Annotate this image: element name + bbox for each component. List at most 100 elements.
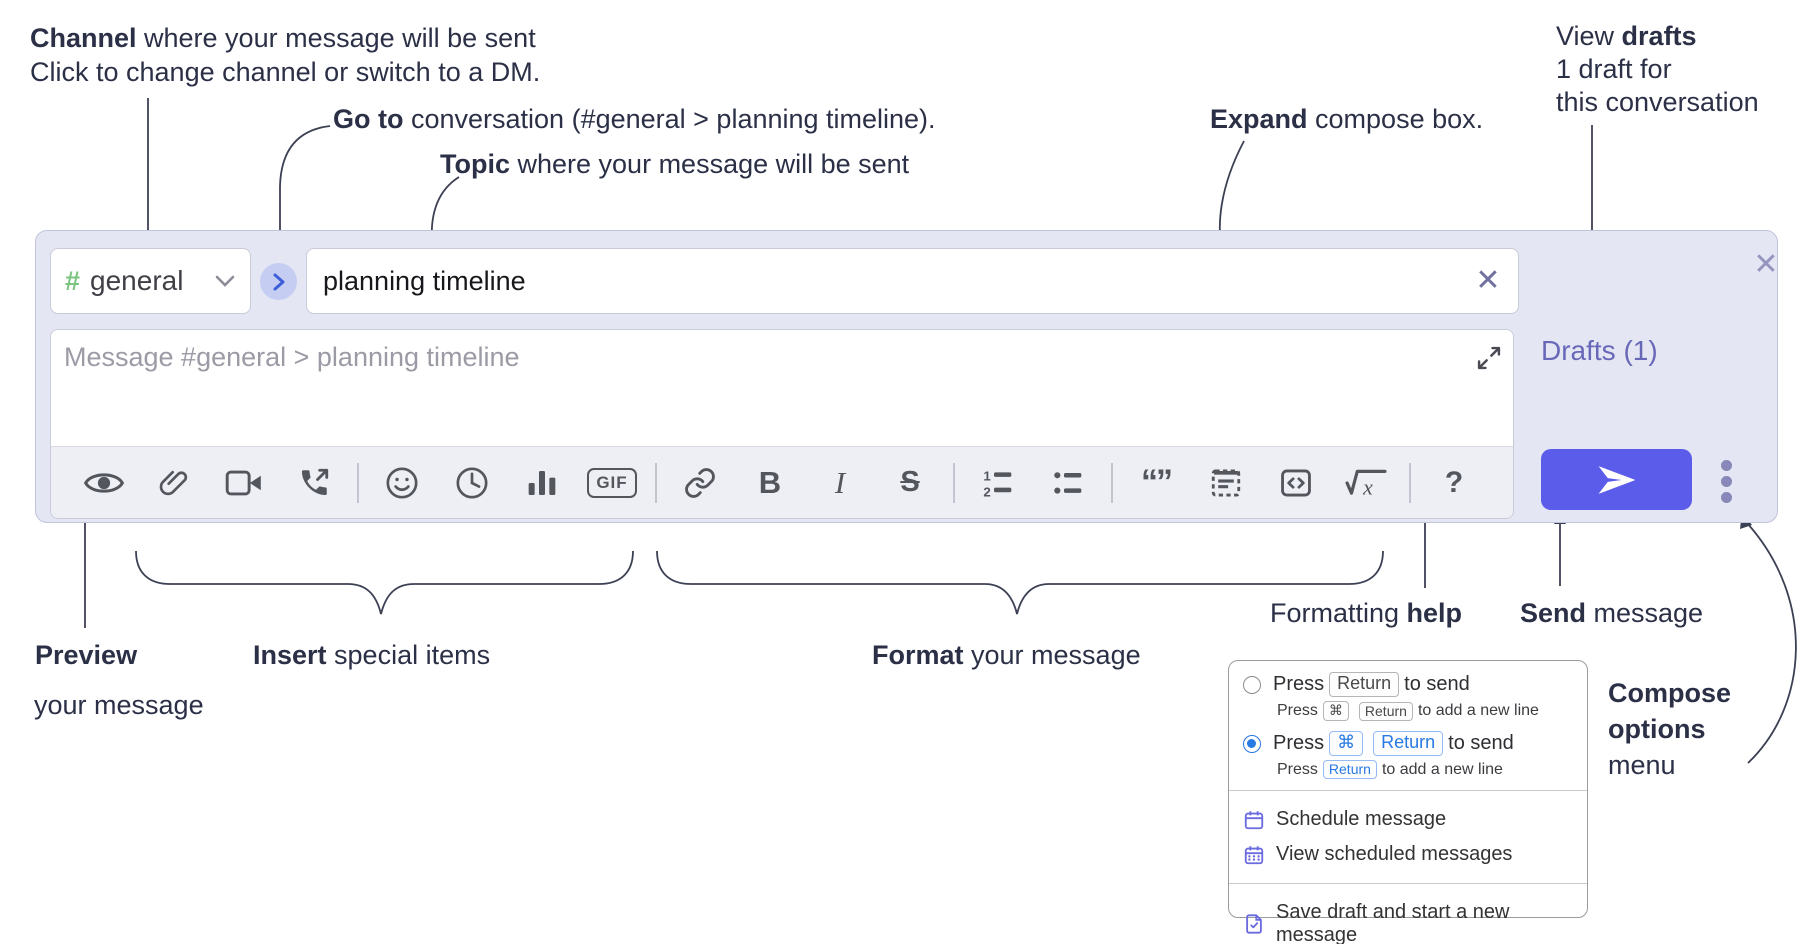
drafts-annotation-line2: 1 draft for	[1556, 54, 1672, 84]
italic-icon[interactable]: I	[815, 459, 865, 507]
chevron-down-icon	[214, 274, 236, 288]
italic-label: I	[834, 464, 846, 500]
help-icon[interactable]: ?	[1429, 459, 1479, 507]
drafts-annotation: View drafts	[1556, 20, 1697, 53]
preview-icon[interactable]	[79, 459, 129, 507]
cmd-key: ⌘	[1322, 701, 1349, 721]
toolbar-separator	[1111, 462, 1113, 503]
preview-annotation: Preview	[35, 639, 137, 672]
voice-call-icon[interactable]	[289, 459, 339, 507]
compose-options-annotation-line2: options	[1608, 713, 1705, 746]
send-button[interactable]	[1541, 449, 1692, 510]
format-annotation: Format your message	[872, 639, 1141, 672]
view-scheduled-messages-label: View scheduled messages	[1276, 843, 1513, 865]
compose-close-button[interactable]: ✕	[1753, 248, 1779, 281]
insert-brace	[135, 550, 634, 615]
insert-annotation-bold: Insert	[253, 640, 327, 670]
dot	[1720, 475, 1732, 487]
goto-annotation-bold: Go to	[333, 104, 404, 134]
expand-annotation: Expand compose box.	[1210, 103, 1483, 136]
expand-compose-icon[interactable]	[1475, 344, 1503, 372]
emoji-icon[interactable]	[377, 459, 427, 507]
expand-annotation-bold: Expand	[1210, 104, 1308, 134]
message-input[interactable]	[51, 330, 1513, 446]
channel-selector[interactable]: # general	[50, 248, 251, 314]
draft-document-icon	[1246, 914, 1262, 934]
compose-options-menu: Press Return to send Press ⌘ Return to a…	[1228, 660, 1588, 944]
toolbar-separator	[953, 462, 955, 503]
format-annotation-bold: Format	[872, 640, 964, 670]
time-icon[interactable]	[447, 459, 497, 507]
menu-divider	[1229, 883, 1587, 884]
option2-press: Press	[1273, 732, 1325, 754]
schedule-message-item[interactable]: Schedule message	[1229, 802, 1587, 837]
strikethrough-icon[interactable]: S	[885, 459, 935, 507]
option1-press: Press	[1273, 673, 1325, 695]
enter-sends-subtext: Press ⌘ Return to add a new line	[1229, 701, 1587, 721]
return-key: Return	[1373, 731, 1444, 756]
radio-unselected[interactable]	[1243, 675, 1261, 694]
channel-annotation: Channel where your message will be sent	[30, 22, 536, 55]
help-label: ?	[1444, 465, 1464, 499]
dot	[1720, 459, 1732, 471]
cmd-key: ⌘	[1329, 731, 1364, 756]
video-call-icon[interactable]	[219, 459, 269, 507]
hash-icon: #	[65, 265, 81, 296]
send-annotation-rest: message	[1586, 598, 1704, 628]
toolbar-separator	[655, 462, 657, 503]
option2-after: to send	[1448, 732, 1514, 754]
topic-clear-button[interactable]: ✕	[1475, 264, 1501, 297]
formatting-help-annotation-pre: Formatting	[1270, 598, 1407, 628]
svg-text:2: 2	[983, 484, 990, 499]
compose-options-button[interactable]	[1714, 459, 1738, 503]
compose-options-arrow	[1746, 522, 1797, 764]
save-draft-item[interactable]: Save draft and start a new message	[1229, 895, 1587, 944]
option2-sub-after: to add a new line	[1381, 760, 1503, 778]
message-box: GIF B I S 12 “”	[50, 329, 1514, 519]
drafts-annotation-pre: View	[1556, 21, 1622, 51]
drafts-link[interactable]: Drafts (1)	[1541, 335, 1658, 366]
option2-sub-press: Press	[1277, 760, 1318, 778]
link-icon[interactable]	[675, 459, 725, 507]
topic-annotation: Topic where your message will be sent	[440, 148, 909, 181]
topic-input[interactable]	[306, 248, 1519, 314]
svg-text:1: 1	[983, 468, 991, 483]
expand-annotation-rest: compose box.	[1307, 104, 1484, 134]
schedule-message-label: Schedule message	[1276, 808, 1447, 830]
send-plane-icon	[1598, 465, 1635, 494]
cmd-enter-sends-option[interactable]: Press ⌘ Return to send	[1229, 731, 1587, 756]
code-icon[interactable]	[1271, 459, 1321, 507]
channel-annotation-sub: Click to change channel or switch to a D…	[30, 57, 541, 87]
channel-annotation-bold: Channel	[30, 23, 137, 53]
formatting-help-annotation-bold: help	[1406, 598, 1463, 628]
send-annotation: Send message	[1520, 597, 1703, 630]
quote-icon[interactable]: “”	[1131, 459, 1181, 507]
goto-conversation-button[interactable]	[260, 263, 297, 300]
option1-sub-after: to add a new line	[1417, 702, 1539, 719]
math-icon[interactable]: x	[1341, 459, 1391, 507]
bold-icon[interactable]: B	[745, 459, 795, 507]
enter-sends-option[interactable]: Press Return to send	[1229, 672, 1587, 697]
return-key: Return	[1329, 672, 1400, 697]
cmd-enter-sends-subtext: Press Return to add a new line	[1229, 760, 1587, 779]
compose-options-annotation: Compose	[1608, 677, 1731, 710]
svg-text:x: x	[1362, 475, 1373, 498]
toolbar-separator	[357, 462, 359, 503]
gif-icon[interactable]: GIF	[587, 459, 637, 507]
formatting-help-annotation: Formatting help	[1270, 597, 1462, 630]
return-key: Return	[1322, 760, 1377, 779]
view-scheduled-messages-item[interactable]: View scheduled messages	[1229, 837, 1587, 872]
radio-selected[interactable]	[1243, 734, 1261, 753]
attach-icon[interactable]	[149, 459, 199, 507]
strikethrough-label: S	[900, 466, 920, 498]
spoiler-icon[interactable]	[1201, 459, 1251, 507]
goto-arrow	[279, 125, 331, 242]
bulleted-list-icon[interactable]	[1043, 459, 1093, 507]
goto-annotation-rest: conversation (#general > planning timeli…	[403, 104, 936, 134]
poll-icon[interactable]	[517, 459, 567, 507]
drafts-annotation-bold: drafts	[1621, 21, 1697, 51]
calendar-icon	[1244, 810, 1264, 829]
